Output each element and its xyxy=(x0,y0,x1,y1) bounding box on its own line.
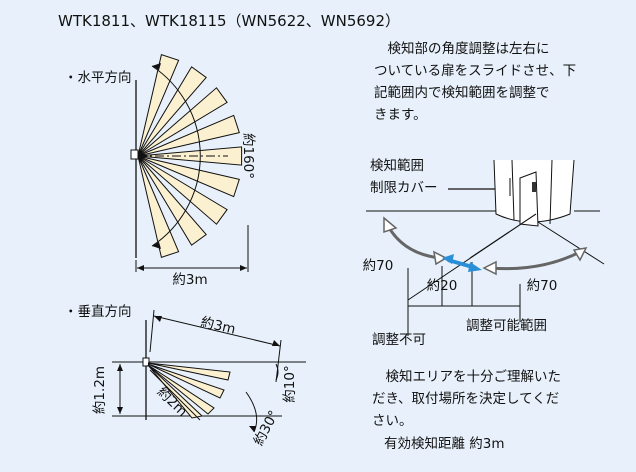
cover-label-1: 検知範囲 xyxy=(370,158,424,174)
left-range-arrow xyxy=(386,225,441,260)
right-range-arrow xyxy=(489,250,581,271)
horizontal-beam xyxy=(137,155,207,246)
left-angle-label: 約70 xyxy=(363,258,394,274)
description: 検知部の角度調整は左右に ついている扉をスライドさせ、下 記範囲内で検知範囲を調… xyxy=(374,38,576,126)
horizontal-beam xyxy=(137,66,207,157)
arc-arrowhead-top xyxy=(152,63,161,70)
horizontal-beam xyxy=(137,87,228,157)
description-line: 記範囲内で検知範囲を調整で xyxy=(374,85,550,101)
horizontal-beam xyxy=(137,114,240,157)
center-angle-label: 約20 xyxy=(427,278,458,294)
vertical-distance-dimension xyxy=(153,315,281,347)
note-line: だき、取付場所を決定してくだ xyxy=(372,391,560,407)
note-line: さい。 xyxy=(372,413,413,429)
description-line: 検知部の角度調整は左右に xyxy=(374,41,550,57)
arc-arrowhead-bottom xyxy=(152,242,161,249)
description-line: ついている扉をスライドさせ、下 xyxy=(374,63,577,79)
angle-arc xyxy=(151,65,201,247)
horizontal-angle-label: 約160° xyxy=(240,133,256,179)
title: WTK1811、WTK18115（WN5622、WN5692） xyxy=(58,12,401,30)
right-angle-label: 約70 xyxy=(527,278,558,294)
horizontal-beam xyxy=(137,155,228,225)
vertical-label: ・垂直方向 xyxy=(64,304,132,320)
angle-upper-label: 約10° xyxy=(282,365,298,402)
effective-distance: 有効検知距離 約3m xyxy=(384,436,505,452)
horizontal-distance-label: 約3m xyxy=(172,272,207,288)
horizontal-label: ・水平方向 xyxy=(64,70,132,86)
horizontal-beam xyxy=(137,155,240,198)
note: 検知エリアを十分ご理解いた だき、取付場所を決定してくだ さい。 xyxy=(372,366,561,432)
cover-label-2: 制限カバー xyxy=(370,180,438,196)
note-line: 検知エリアを十分ご理解いた xyxy=(372,369,561,385)
not-adjustable-label: 調整不可 xyxy=(372,332,426,348)
vertical-distance-label: 約3m xyxy=(199,314,237,338)
vertical-sensor xyxy=(142,357,150,367)
vertical-beams xyxy=(147,362,231,419)
height-label: 約1.2m xyxy=(92,366,108,414)
description-line: きます。 xyxy=(374,107,427,123)
adjustable-range-label: 調整可能範囲 xyxy=(466,318,547,334)
sensor-unit xyxy=(493,159,575,227)
